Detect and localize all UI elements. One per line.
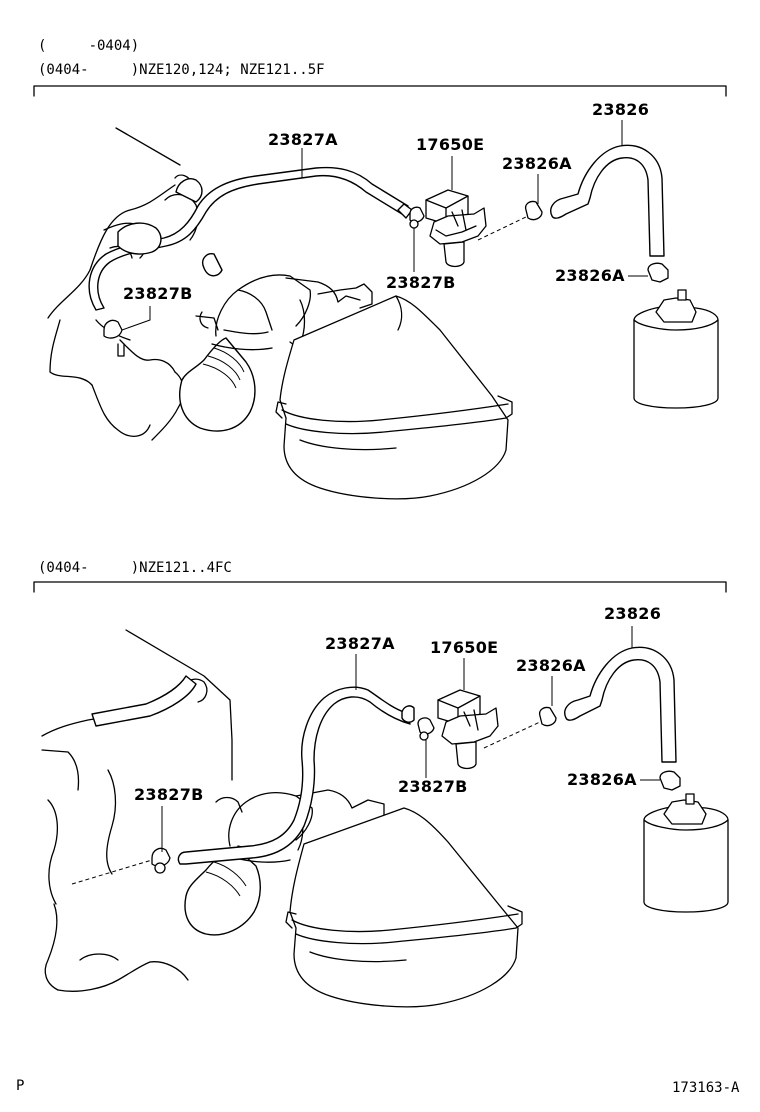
section1-clamp-23826A-lower	[647, 262, 669, 283]
s2-label-23826A-lower: 23826A	[567, 770, 637, 789]
s2-label-23827B-left: 23827B	[134, 785, 204, 804]
section1-leaders	[121, 120, 648, 331]
section1-clamp-23826A-top	[524, 200, 543, 221]
header-line-1: ( -0404)	[38, 38, 140, 54]
section2-canister	[643, 793, 729, 913]
s2-label-23826: 23826	[604, 604, 662, 623]
section2-bracket	[33, 581, 727, 593]
s1-label-17650E: 17650E	[416, 135, 485, 154]
section2-header: (0404- )NZE121..4FC	[38, 560, 232, 576]
section2-leaders	[161, 626, 660, 852]
s1-label-23827B-right: 23827B	[386, 273, 456, 292]
header-line-2: (0404- )NZE120,124; NZE121..5F	[38, 62, 325, 78]
section1-clamp-23827B-right	[409, 206, 425, 229]
section1-clamp-23827B-left	[103, 319, 125, 357]
section1-bracket	[33, 85, 727, 97]
s2-label-17650E: 17650E	[430, 638, 499, 657]
section2-clamp-23827B-left	[151, 847, 171, 874]
section2-dashed-lines	[71, 721, 541, 885]
section2-clamp-23826A-lower	[659, 770, 681, 791]
section1-hose-23826	[550, 144, 665, 257]
footer-left-code: P	[16, 1078, 25, 1094]
section2-hose-23827A	[177, 686, 415, 865]
s2-label-23826A-top: 23826A	[516, 656, 586, 675]
section2-clamp-23827B-right	[417, 717, 435, 741]
s1-label-23827A: 23827A	[268, 130, 338, 149]
s2-label-23827A: 23827A	[325, 634, 395, 653]
s1-label-23826A-top: 23826A	[502, 154, 572, 173]
section2-vsv-17650E	[437, 689, 499, 770]
s1-label-23827B-left: 23827B	[123, 284, 193, 303]
section1-hose-23827A	[88, 166, 413, 311]
section2-clamp-23826A-top	[538, 706, 557, 727]
s1-label-23826A-lower: 23826A	[555, 266, 625, 285]
section1-dashed-line	[477, 215, 529, 241]
section2-hose-23826	[564, 646, 677, 763]
section1-vsv-17650E	[425, 189, 487, 268]
section1-canister	[633, 289, 719, 409]
section2-engine	[41, 629, 523, 1008]
s1-label-23826: 23826	[592, 100, 650, 119]
s2-label-23827B-right: 23827B	[398, 777, 468, 796]
section1-engine	[47, 127, 513, 500]
footer-figure-number: 173163-A	[672, 1080, 740, 1096]
